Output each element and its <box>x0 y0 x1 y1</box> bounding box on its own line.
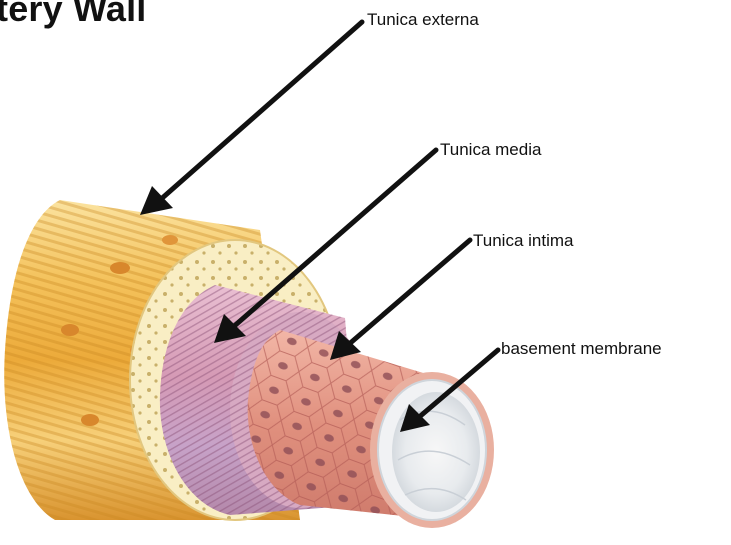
arrow-tunica-intima <box>348 240 470 345</box>
diagram-title: tery Wall <box>0 0 147 30</box>
label-tunica-externa: Tunica externa <box>367 10 479 30</box>
label-tunica-media: Tunica media <box>440 140 541 160</box>
basement-membrane-layer <box>370 372 494 528</box>
label-tunica-intima: Tunica intima <box>473 231 573 251</box>
arrow-tunica-externa <box>160 22 362 200</box>
arrow-tunica-media <box>232 150 436 328</box>
label-basement-membrane: basement membrane <box>501 339 662 359</box>
